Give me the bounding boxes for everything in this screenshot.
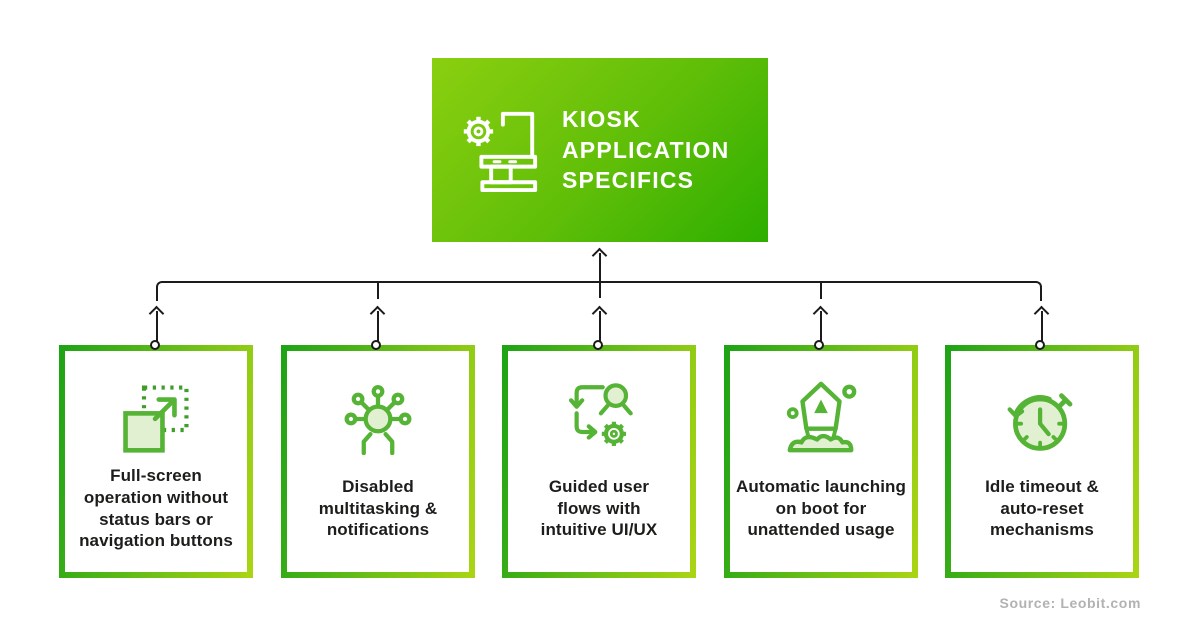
arrow-shaft-card-1 bbox=[156, 311, 158, 344]
card-idle-timeout: Idle timeout & auto-reset mechanisms bbox=[945, 345, 1139, 578]
idle-timer-icon bbox=[1002, 379, 1082, 457]
card-label: Disabled multitasking & notifications bbox=[318, 476, 438, 540]
card-label: Guided user flows with intuitive UI/UX bbox=[540, 476, 658, 540]
connector-node-5 bbox=[1035, 340, 1045, 350]
arrow-shaft-card-2 bbox=[377, 311, 379, 344]
fullscreen-expand-icon bbox=[120, 379, 192, 457]
connector-node-4 bbox=[814, 340, 824, 350]
connector-header-shaft bbox=[599, 253, 601, 298]
connector-node-2 bbox=[371, 340, 381, 350]
card-guided-flows: Guided user flows with intuitive UI/UX bbox=[502, 345, 696, 578]
connector-stub-4 bbox=[820, 283, 822, 299]
guided-user-flow-icon bbox=[558, 379, 640, 457]
card-fullscreen: Full-screen operation without status bar… bbox=[59, 345, 253, 578]
card-label: Full-screen operation without status bar… bbox=[79, 466, 233, 551]
connector-node-1 bbox=[150, 340, 160, 350]
card-multitasking: Disabled multitasking & notifications bbox=[281, 345, 475, 578]
rocket-launch-icon bbox=[778, 379, 864, 457]
connector-stub-2 bbox=[377, 283, 379, 299]
page-title: KIOSK APPLICATION SPECIFICS bbox=[562, 106, 730, 194]
source-attribution: Source: Leobit.com bbox=[999, 595, 1141, 611]
arrow-shaft-card-4 bbox=[820, 311, 822, 344]
arrow-shaft-card-3 bbox=[599, 311, 601, 344]
card-label: Automatic launching on boot for unattend… bbox=[735, 476, 906, 540]
kiosk-terminal-icon bbox=[463, 111, 538, 193]
header-banner: KIOSK APPLICATION SPECIFICS bbox=[432, 58, 768, 242]
connector-bus bbox=[156, 281, 1042, 301]
connector-node-3 bbox=[593, 340, 603, 350]
card-label: Idle timeout & auto-reset mechanisms bbox=[985, 476, 1099, 540]
card-auto-launch: Automatic launching on boot for unattend… bbox=[724, 345, 918, 578]
disabled-multitasking-icon bbox=[334, 379, 422, 457]
arrow-shaft-card-5 bbox=[1041, 311, 1043, 344]
